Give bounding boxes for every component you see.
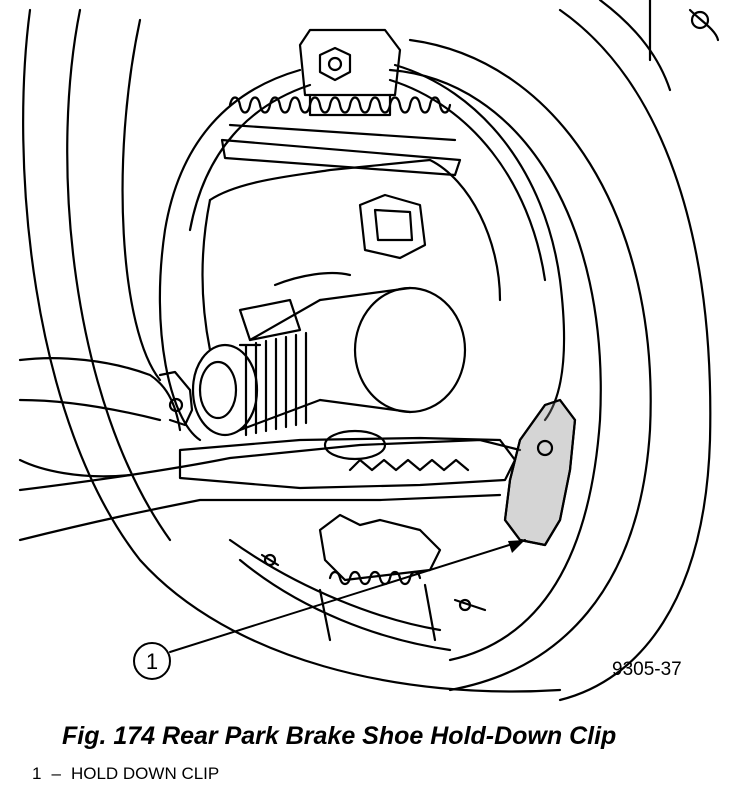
axle-housing xyxy=(201,158,502,352)
axle-shaft xyxy=(191,286,467,437)
lower-adjuster xyxy=(260,513,487,642)
figure-reference-id: 9305-37 xyxy=(612,659,682,680)
hold-down-clip xyxy=(503,398,577,547)
callout-number: 1 xyxy=(146,649,158,674)
hand xyxy=(18,357,194,478)
figure-caption: Fig. 174 Rear Park Brake Shoe Hold-Down … xyxy=(62,722,617,750)
backing-plate xyxy=(22,0,720,702)
legend-item-label: HOLD DOWN CLIP xyxy=(70,764,220,783)
callout-1: 1 xyxy=(133,539,526,680)
brake-shoes xyxy=(158,63,566,652)
legend: 1–HOLD DOWN CLIP xyxy=(32,764,219,784)
brake-assembly-illustration: 1 xyxy=(18,0,720,702)
legend-item-number: 1 xyxy=(32,764,42,783)
pliers xyxy=(18,429,522,542)
upper-return-spring xyxy=(220,96,462,177)
legend-item-separator: – xyxy=(51,764,61,783)
